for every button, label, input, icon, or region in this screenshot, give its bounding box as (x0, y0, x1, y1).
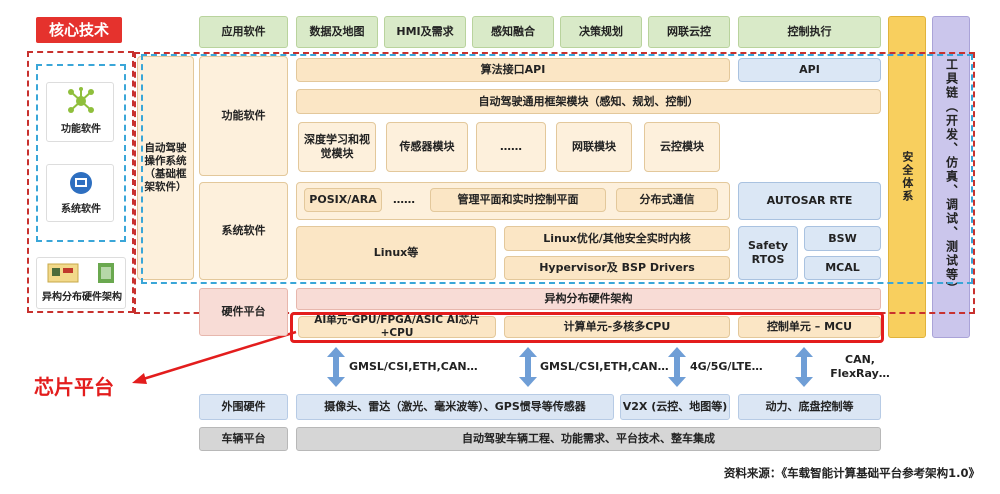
core-tech-title: 核心技术 (36, 17, 122, 43)
mgmt-plane: 管理平面和实时控制平面 (430, 188, 606, 212)
module-cloud-control: 云控模块 (644, 122, 720, 172)
interface-1: GMSL/CSI,ETH,CAN… (349, 360, 478, 374)
circuit-board-icon (47, 263, 79, 283)
module-network: 网联模块 (556, 122, 632, 172)
chip-platform-label: 芯片平台 (34, 374, 114, 399)
autonomous-os: 自动驾驶操作系统（基础框架软件） (137, 56, 194, 280)
interface-2: GMSL/CSI,ETH,CAN… (540, 360, 669, 374)
chip-icon (98, 263, 114, 283)
system-icon (70, 172, 92, 194)
func-software-label: 功能软件 (61, 123, 101, 135)
sensors: 摄像头、雷达（激光、毫米波等）、GPS惯导等传感器 (296, 394, 614, 420)
interface-4: CAN, FlexRay… (830, 353, 890, 380)
vehicle-label: 车辆平台 (199, 427, 288, 451)
software-frame (36, 64, 126, 242)
peripheral-label: 外围硬件 (199, 394, 288, 420)
distributed-comm: 分布式通信 (616, 188, 718, 212)
hypervisor-bsp: Hypervisor及 BSP Drivers (504, 256, 730, 280)
ai-unit: AI单元-GPU/FPGA/ASIC AI芯片+CPU (298, 314, 496, 339)
header-perception: 感知融合 (472, 16, 554, 48)
header-control: 控制执行 (738, 16, 881, 48)
os-dashed-frame (134, 52, 975, 314)
mcal: MCAL (804, 256, 881, 280)
bsw: BSW (804, 226, 881, 251)
callout-arrow (132, 330, 297, 384)
header-cloud: 网联云控 (648, 16, 730, 48)
header-planning: 决策规划 (560, 16, 642, 48)
func-software-card: 功能软件 (46, 82, 114, 142)
control-unit: 控制单元 – MCU (738, 316, 881, 338)
hw-card: 异构分布硬件架构 (36, 257, 126, 309)
power-chassis: 动力、底盘控制等 (738, 394, 881, 420)
double-arrow-icon (795, 347, 813, 387)
network-icon (68, 87, 94, 113)
interface-3: 4G/5G/LTE… (690, 360, 763, 374)
sys-software-card: 系统软件 (46, 164, 114, 222)
header-hmi: HMI及需求 (384, 16, 466, 48)
autosar-rte: AUTOSAR RTE (738, 182, 881, 220)
hw-arch-label: 异构分布硬件架构 (42, 291, 122, 303)
double-arrow-icon (327, 347, 345, 387)
toolchain: 工具链（开发、仿真、调试、测试等） (932, 16, 970, 338)
core-tech-frame (27, 51, 134, 313)
module-sensor: 传感器模块 (386, 122, 468, 172)
module-deep-learning: 深度学习和视觉模块 (298, 122, 376, 172)
v2x: V2X (云控、地图等) (620, 394, 730, 420)
algo-api: 算法接口API (296, 58, 730, 82)
module-ellipsis: …… (476, 122, 546, 172)
safety-rtos: Safety RTOS (738, 226, 798, 280)
double-arrow-icon (519, 347, 537, 387)
posix-ara: POSIX/ARA (304, 188, 382, 212)
api: API (738, 58, 881, 82)
chip-platform-highlight (290, 312, 884, 343)
hetero-arch: 异构分布硬件架构 (296, 288, 881, 310)
sys-ellipsis: …… (393, 193, 415, 207)
header-app-software: 应用软件 (199, 16, 288, 48)
source-note: 资料来源：《车载智能计算基础平台参考架构1.0》 (723, 465, 980, 480)
sys-software-section-label: 系统软件 (199, 182, 288, 280)
sys-software-label: 系统软件 (61, 203, 101, 215)
hw-platform-label: 硬件平台 (199, 288, 288, 336)
linux: Linux等 (296, 226, 496, 280)
vehicle-content: 自动驾驶车辆工程、功能需求、平台技术、整车集成 (296, 427, 881, 451)
func-software-section-label: 功能软件 (199, 56, 288, 176)
linux-optimized: Linux优化/其他安全实时内核 (504, 226, 730, 251)
security-system: 安全体系 (888, 16, 926, 338)
compute-unit: 计算单元-多核多CPU (504, 316, 730, 338)
software-dashed-frame (141, 54, 973, 284)
framework-modules: 自动驾驶通用框架模块（感知、规划、控制） (296, 89, 881, 114)
header-data-map: 数据及地图 (296, 16, 378, 48)
double-arrow-icon (668, 347, 686, 387)
